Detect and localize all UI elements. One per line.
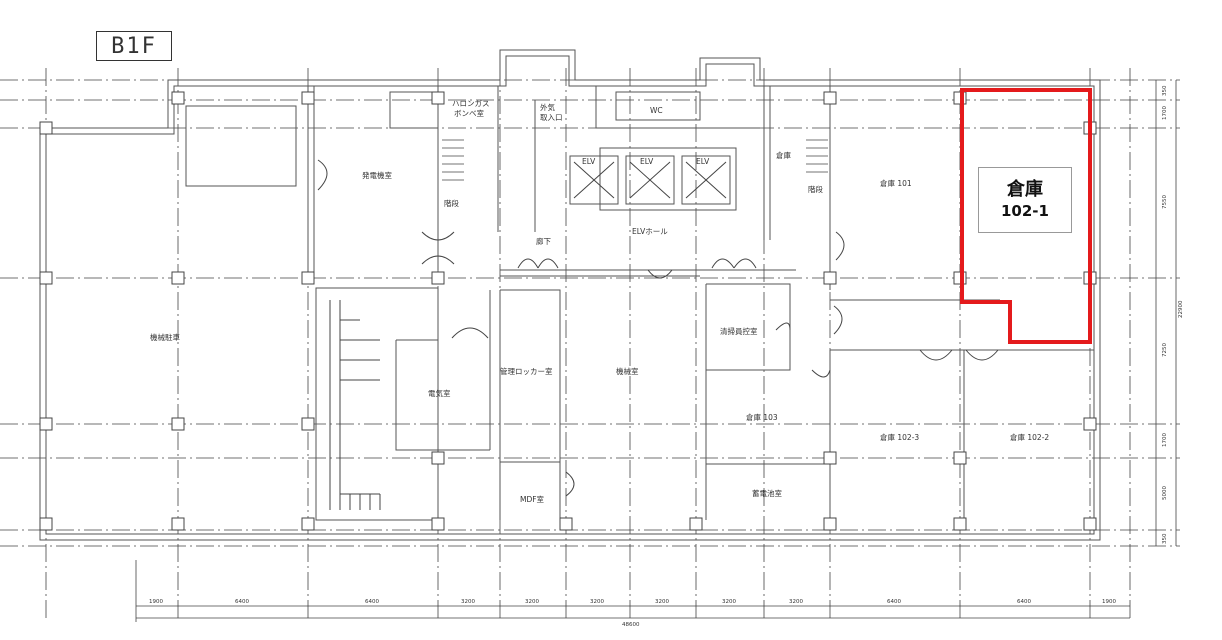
highlight-callout: 倉庫 102-1	[978, 167, 1072, 233]
room-mdf: MDF室	[520, 494, 545, 504]
room-intake-1: 外気	[540, 102, 555, 112]
dimension-bottom-label: 6400	[235, 599, 249, 605]
room-storage-103: 倉庫 103	[746, 412, 778, 422]
highlight-number: 102-1	[1001, 202, 1049, 220]
dimension-bottom-label: 6400	[1017, 599, 1031, 605]
room-elv1: ELV	[582, 157, 596, 166]
dimension-right-total: 22900	[1178, 300, 1184, 318]
room-elv-hall: ELVホール	[632, 227, 668, 236]
room-storage-102-3: 倉庫 102-3	[880, 432, 919, 442]
dimension-bottom-label: 3200	[590, 599, 604, 605]
dimension-right-labels: 350 1700 7550 7250 1700 5000 350	[1162, 85, 1168, 544]
stairs	[442, 139, 828, 181]
doors	[317, 159, 999, 497]
highlight-outline	[960, 88, 1092, 344]
dimension-total: 48600	[622, 622, 640, 628]
room-machine: 機械室	[616, 366, 639, 376]
outer-walls	[39, 49, 1101, 541]
dimension-bottom-label: 3200	[525, 599, 539, 605]
room-elv3: ELV	[696, 157, 710, 166]
inner-walls	[185, 86, 1094, 521]
dimension-bottom-label: 3200	[722, 599, 736, 605]
dimension-right-label: 5000	[1162, 486, 1168, 500]
dimension-right-label: 1700	[1162, 106, 1168, 120]
dimension-bottom-label: 6400	[887, 599, 901, 605]
room-storage-101: 倉庫 101	[880, 178, 912, 188]
room-electrical: 電気室	[428, 388, 451, 398]
dimension-bottom-label: 1900	[1102, 599, 1116, 605]
room-corridor: 廊下	[536, 236, 551, 246]
dimension-bottom-labels: 1900 6400 6400 3200 3200 3200 3200 3200 3200 6400…	[149, 599, 1116, 605]
room-generator: 発電機室	[362, 170, 392, 180]
room-stair-w: 階段	[444, 198, 459, 208]
room-wc: WC	[650, 106, 663, 115]
dimension-right-label: 1700	[1162, 433, 1168, 447]
dimension-right-label: 350	[1162, 85, 1168, 96]
room-parking: 機械駐車	[150, 332, 180, 342]
room-elv2: ELV	[640, 157, 654, 166]
room-storage-102-2: 倉庫 102-2	[1010, 432, 1049, 442]
room-battery: 蓄電池室	[752, 488, 782, 498]
room-halon-2: ボンベ室	[454, 108, 484, 118]
parking-mechanism	[329, 300, 381, 510]
dimension-bottom-label: 3200	[461, 599, 475, 605]
room-halon-1: ハロンガス	[452, 98, 490, 108]
dimension-right-label: 7550	[1162, 195, 1168, 209]
dimension-right-label: 7250	[1162, 343, 1168, 357]
highlight-title: 倉庫	[1007, 179, 1043, 200]
room-intake-2: 取入口	[540, 113, 563, 122]
dimension-lines	[135, 80, 1177, 622]
floor-label: B1F	[96, 31, 172, 61]
grid-lines	[0, 68, 1180, 620]
elevator-shafts	[573, 161, 727, 199]
dimension-bottom-label: 3200	[789, 599, 803, 605]
room-locker: 管理ロッカー室	[500, 366, 553, 376]
dimension-bottom-label: 1900	[149, 599, 163, 605]
room-cleaner: 清掃員控室	[720, 326, 758, 336]
dimension-right-label: 350	[1162, 533, 1168, 544]
room-labels: 機械駐車 発電機室 ハロンガス ボンベ室 外気 取入口 WC 階段 倉庫 階段 …	[150, 98, 1049, 504]
columns	[39, 91, 1097, 531]
room-storage-small: 倉庫	[776, 150, 791, 160]
room-stair-e: 階段	[808, 184, 823, 194]
dimension-bottom-label: 6400	[365, 599, 379, 605]
dimension-bottom-label: 3200	[655, 599, 669, 605]
